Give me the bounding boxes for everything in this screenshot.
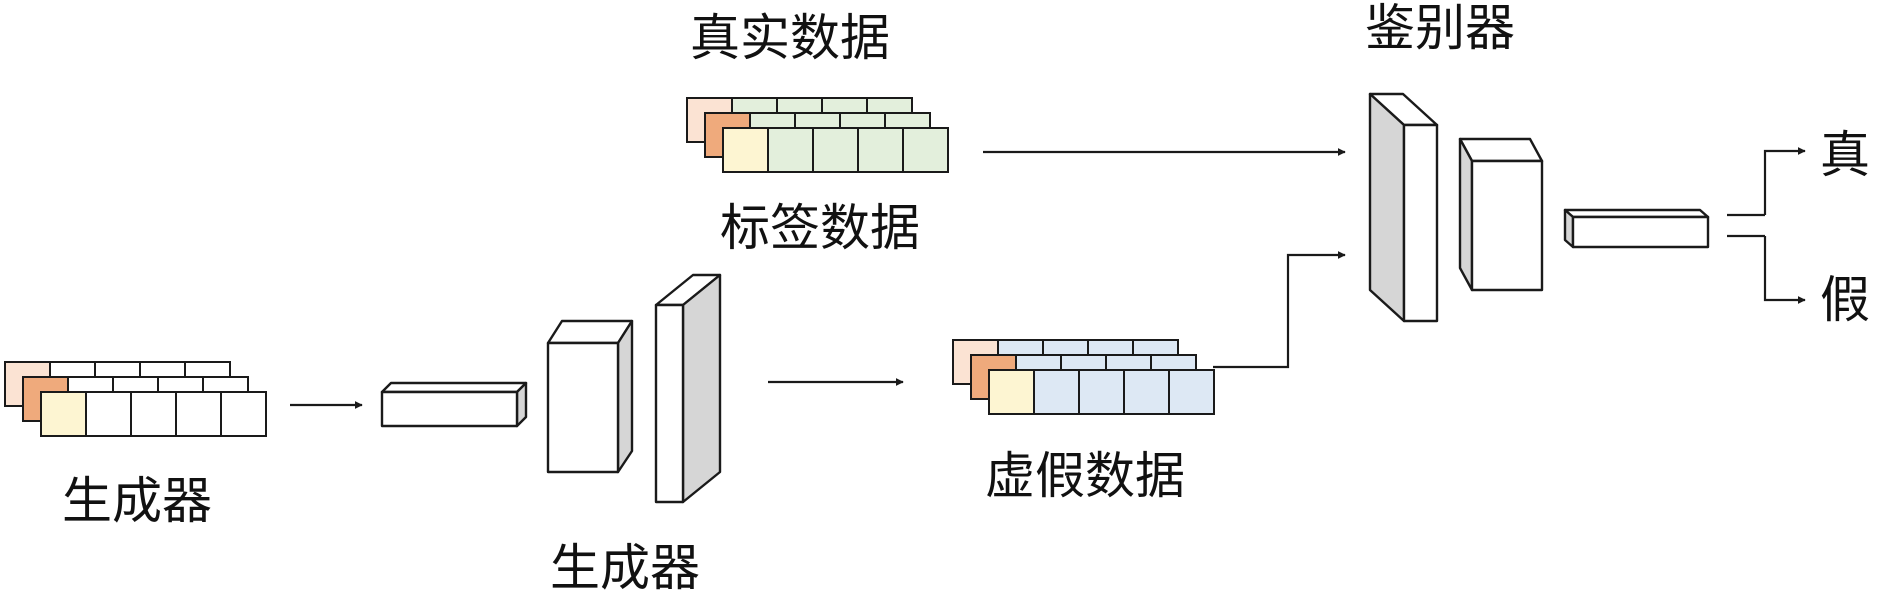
fake-data-stack xyxy=(952,339,1215,415)
generator-input-label: 生成器 xyxy=(62,472,212,530)
noise-input-stack xyxy=(4,361,267,437)
stack-layer-3-cell-4 xyxy=(175,391,222,437)
output-false-label: 假 xyxy=(1820,271,1870,329)
stack-layer-3-cell-5 xyxy=(902,127,949,173)
generator-conv-block-2 xyxy=(654,273,722,504)
discriminator-output-split xyxy=(1727,147,1806,304)
real-data-label: 真实数据 xyxy=(690,9,890,67)
stack-layer-3-cell-3 xyxy=(812,127,859,173)
discriminator-dense-layer xyxy=(1563,208,1710,249)
real-data-stack xyxy=(686,97,949,173)
stack-layer-3-cell-2 xyxy=(85,391,132,437)
discriminator-label: 鉴别器 xyxy=(1365,0,1515,57)
stack-layer-3-cell-5 xyxy=(1168,369,1215,415)
stack-layer-3-cell-1 xyxy=(40,391,87,437)
stack-layer-3-cell-1 xyxy=(988,369,1035,415)
stack-layer-3-cell-3 xyxy=(1078,369,1125,415)
label-data-label: 标签数据 xyxy=(720,199,920,257)
stack-layer-3-cell-2 xyxy=(1033,369,1080,415)
stack-layer-3-cell-5 xyxy=(220,391,267,437)
stack-layer-3-cell-2 xyxy=(767,127,814,173)
generator-dense-layer xyxy=(380,381,528,428)
fake-to-discriminator-arrow xyxy=(1213,251,1346,369)
stack-layer-3-cell-4 xyxy=(857,127,904,173)
stack-layer-3-cell-3 xyxy=(130,391,177,437)
output-true-label: 真 xyxy=(1820,126,1870,184)
fake-data-label: 虚假数据 xyxy=(985,447,1185,505)
discriminator-conv-block-1 xyxy=(1368,92,1439,323)
stack-layer-3-cell-4 xyxy=(1123,369,1170,415)
generator-conv-block-1 xyxy=(546,319,634,474)
stack-layer-3-cell-1 xyxy=(722,127,769,173)
generator-label: 生成器 xyxy=(550,539,700,594)
discriminator-conv-block-2 xyxy=(1458,137,1544,292)
